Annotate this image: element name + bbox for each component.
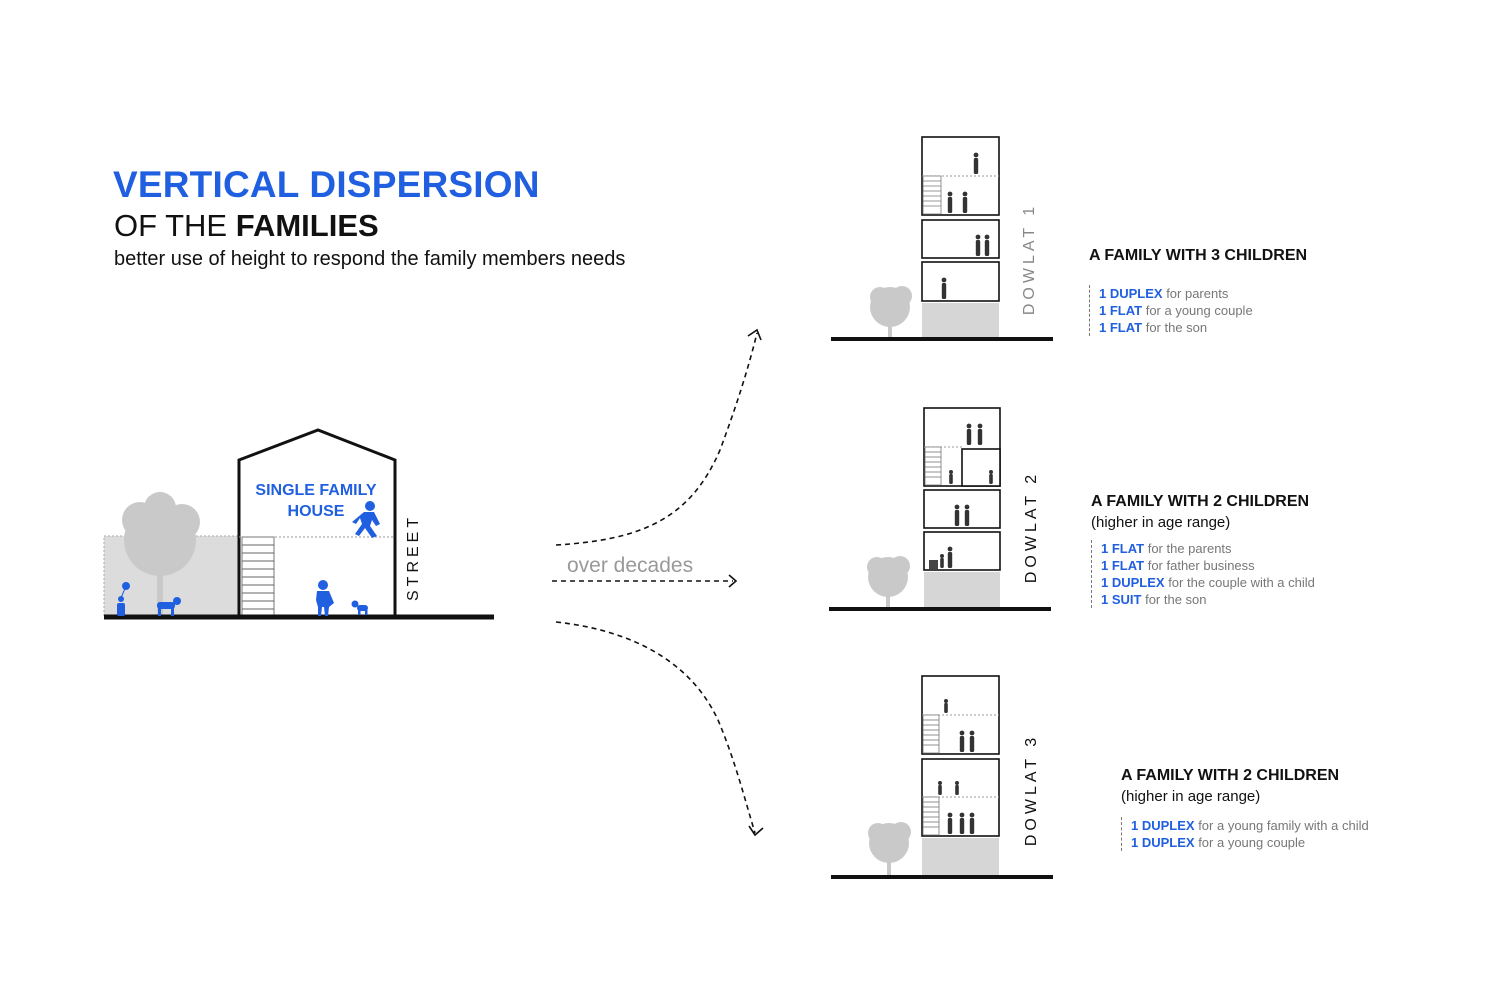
tree-icon [122,492,200,616]
diagram-description: better use of height to respond the fami… [114,248,626,270]
single-family-house [103,428,494,620]
house-label: SINGLE FAMILY HOUSE [240,480,392,522]
unit-list: 1 DUPLEX for parents 1 FLAT for a young … [1089,285,1307,336]
unit-text: for the son [1142,320,1208,335]
crawling-baby-icon [351,600,368,615]
unit-text: for father business [1144,558,1255,573]
arrow-to-dowlat-1 [555,332,758,546]
family-panel-3: A FAMILY WITH 2 CHILDREN (higher in age … [1121,767,1369,851]
unit-item: 1 DUPLEX for a young couple [1131,834,1369,851]
ground-floor-wall [922,838,999,876]
ground-floor-wall [922,303,999,338]
arrow-head-2 [728,574,738,588]
transition-arrows [552,332,758,834]
walking-person-icon [352,501,380,538]
unit-qty: 1 FLAT [1099,303,1143,318]
unit-text: for a young family with a child [1194,818,1369,833]
unit-item: 1 FLAT for the parents [1101,540,1315,557]
tree-icon [870,286,912,338]
unit-qty: 1 DUPLEX [1131,818,1195,833]
unit-qty: 1 SUIT [1101,592,1142,607]
dowlat-2-building [829,407,1051,611]
subtitle-prefix: OF THE [114,208,236,243]
dowlat-1-label: DOWLAT 1 [1021,202,1038,316]
unit-item: 1 SUIT for the son [1101,591,1315,608]
unit-list: 1 FLAT for the parents 1 FLAT for father… [1091,540,1315,608]
family-title: A FAMILY WITH 2 CHILDREN [1091,493,1310,510]
arrow-to-dowlat-3 [555,621,756,834]
street-label: STREET [405,513,422,601]
family-panel-1: A FAMILY WITH 3 CHILDREN 1 DUPLEX for pa… [1089,247,1307,336]
unit-text: for a young couple [1194,835,1306,850]
ground-floor-wall [924,572,1000,608]
unit-text: for parents [1162,286,1229,301]
unit-text: for the son [1141,592,1207,607]
floor-flat-business [923,489,1001,529]
unit-item: 1 FLAT for a young couple [1099,302,1307,319]
unit-item: 1 FLAT for the son [1099,319,1307,336]
transition-label: over decades [567,554,694,577]
unit-item: 1 DUPLEX for a young family with a child [1131,817,1369,834]
unit-text: for the couple with a child [1164,575,1315,590]
unit-qty: 1 FLAT [1101,541,1145,556]
tree-icon [868,822,911,876]
unit-text: for the parents [1144,541,1232,556]
house-label-line2: HOUSE [287,503,345,520]
family-subtitle: (higher in age range) [1121,788,1261,805]
dog-icon [157,597,181,616]
family-title: A FAMILY WITH 2 CHILDREN [1121,767,1340,784]
unit-qty: 1 DUPLEX [1101,575,1165,590]
arrow-head-3 [748,825,764,837]
child-with-balloon-icon [117,582,130,616]
house-label-line1: SINGLE FAMILY [255,482,377,499]
family-title: A FAMILY WITH 3 CHILDREN [1089,247,1308,264]
family-panel-2: A FAMILY WITH 2 CHILDREN (higher in age … [1091,493,1315,608]
dowlat-3-label: DOWLAT 3 [1023,733,1040,847]
unit-qty: 1 DUPLEX [1099,286,1163,301]
unit-item: 1 DUPLEX for the couple with a child [1101,574,1315,591]
unit-qty: 1 DUPLEX [1131,835,1195,850]
diagram-subtitle: OF THE FAMILIES [114,208,379,244]
stair-icon [241,536,275,617]
unit-qty: 1 FLAT [1099,320,1143,335]
unit-list: 1 DUPLEX for a young family with a child… [1121,817,1369,851]
unit-item: 1 FLAT for father business [1101,557,1315,574]
diagram-title: VERTICAL DISPERSION [113,164,540,205]
unit-item: 1 DUPLEX for parents [1099,285,1307,302]
dowlat-1-building [831,136,1053,341]
unit-text: for a young couple [1142,303,1253,318]
pregnant-woman-icon [316,580,334,616]
arrow-head-1 [747,328,762,341]
tree-icon [867,556,910,608]
dowlat-2-label: DOWLAT 2 [1023,470,1040,584]
floor-suite [961,448,1001,487]
unit-qty: 1 FLAT [1101,558,1145,573]
dowlat-3-building [831,675,1053,879]
family-subtitle: (higher in age range) [1091,514,1231,531]
floor-flat-b [921,261,1000,302]
subtitle-bold: FAMILIES [235,208,379,243]
